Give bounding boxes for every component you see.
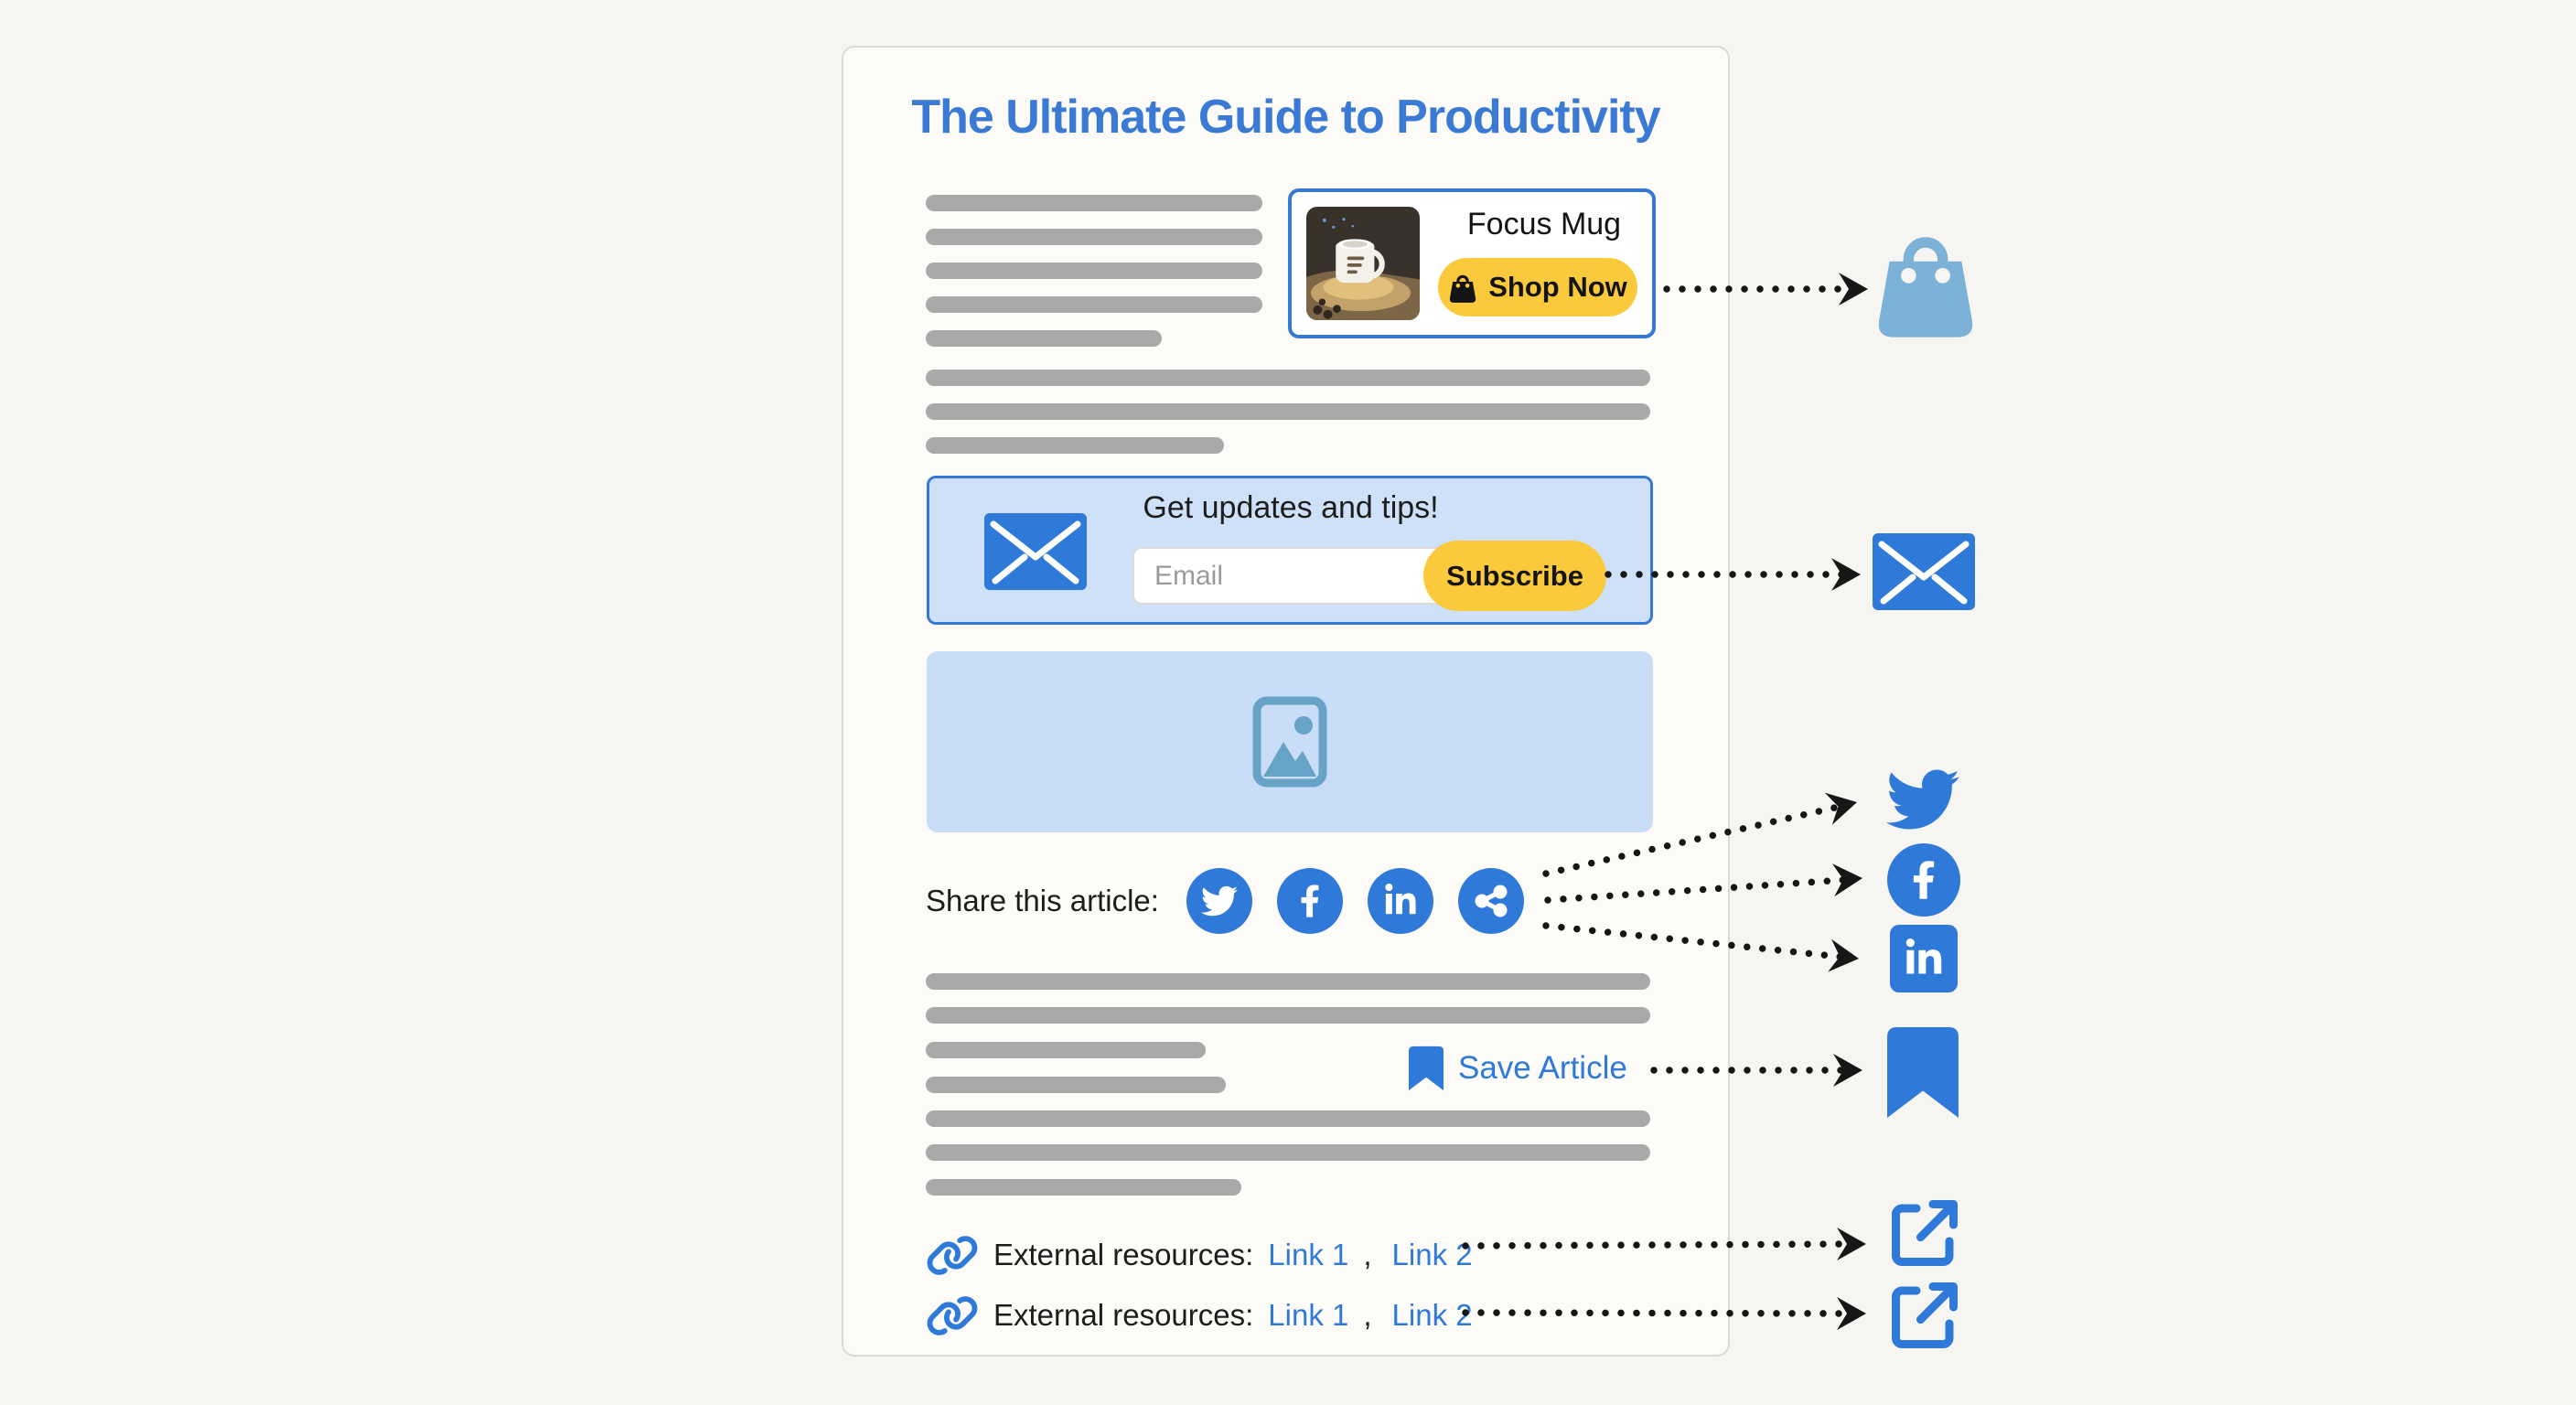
arrowhead — [1828, 938, 1859, 972]
bookmark-icon — [1409, 1046, 1444, 1091]
arrowhead — [1837, 1228, 1866, 1260]
save-article-button[interactable]: Save Article — [1409, 1041, 1627, 1096]
separator: , — [1363, 1238, 1372, 1271]
share-linkedin-button[interactable] — [1368, 868, 1433, 934]
newsletter-heading: Get updates and tips! — [1143, 490, 1439, 525]
resources-label: External resources: — [993, 1238, 1254, 1271]
resource-link-1[interactable]: Link 1 — [1268, 1298, 1349, 1332]
text-placeholder-bar — [926, 1144, 1650, 1161]
arrowhead — [1833, 1054, 1862, 1087]
twitter-callout-icon — [1886, 769, 1959, 830]
text-placeholder-bar — [926, 1110, 1650, 1127]
linkedin-icon — [1385, 884, 1416, 915]
bookmark-callout-icon — [1887, 1027, 1959, 1118]
product-name: Focus Mug — [1466, 207, 1622, 241]
arrowhead — [1831, 558, 1861, 591]
subscribe-button[interactable]: Subscribe — [1423, 541, 1606, 611]
external-link-callout-icon — [1892, 1200, 1958, 1266]
resources-label: External resources: — [993, 1298, 1254, 1332]
product-photo — [1306, 207, 1420, 320]
shop-now-label: Shop Now — [1488, 271, 1627, 303]
text-placeholder-bar — [926, 1179, 1241, 1196]
resource-link-2[interactable]: Link 2 — [1391, 1298, 1473, 1332]
image-icon — [1252, 696, 1327, 788]
product-promo-card: Focus Mug Shop Now — [1288, 188, 1656, 338]
text-placeholder-bar — [926, 229, 1262, 245]
text-placeholder-bar — [926, 370, 1650, 386]
newsletter-signup-box: Get updates and tips! Subscribe — [927, 476, 1653, 625]
arrowhead — [1839, 273, 1868, 306]
text-placeholder-bar — [926, 1077, 1226, 1093]
linkedin-in-glyph — [1905, 938, 1942, 974]
share-more-button[interactable] — [1458, 868, 1524, 934]
separator: , — [1363, 1298, 1372, 1332]
share-facebook-button[interactable] — [1277, 868, 1343, 934]
shopping-bag-callout-icon — [1878, 237, 1973, 338]
text-placeholder-bar — [926, 195, 1262, 211]
shopping-bag-icon — [1450, 274, 1476, 303]
mug-photo-illustration — [1306, 207, 1420, 320]
shop-now-button[interactable]: Shop Now — [1438, 258, 1637, 316]
article-image-placeholder — [927, 651, 1653, 832]
facebook-icon — [1301, 885, 1319, 917]
text-placeholder-bar — [926, 973, 1650, 990]
resource-link-1[interactable]: Link 1 — [1268, 1238, 1349, 1271]
link-icon — [927, 1295, 978, 1335]
link-icon — [927, 1235, 978, 1275]
text-placeholder-bar — [926, 403, 1650, 420]
external-resources-row: External resources: Link 1, Link 2 — [926, 1290, 1473, 1341]
text-placeholder-bar — [926, 330, 1162, 347]
external-link-callout-icon — [1892, 1282, 1958, 1348]
text-placeholder-bar — [926, 263, 1262, 279]
arrowhead — [1837, 1297, 1866, 1330]
save-article-label: Save Article — [1458, 1050, 1627, 1086]
linkedin-callout-icon — [1890, 925, 1958, 992]
text-placeholder-bar — [926, 1042, 1206, 1058]
page-title: The Ultimate Guide to Productivity — [911, 91, 1660, 144]
share-label: Share this article: — [926, 884, 1159, 917]
facebook-f-glyph — [1913, 861, 1935, 899]
facebook-callout-icon — [1887, 843, 1960, 917]
text-placeholder-bar — [926, 296, 1262, 313]
share-twitter-button[interactable] — [1186, 868, 1252, 934]
resource-link-2[interactable]: Link 2 — [1391, 1238, 1473, 1271]
text-placeholder-bar — [926, 437, 1224, 454]
envelope-callout-icon — [1873, 533, 1975, 610]
share-icon — [1475, 885, 1508, 917]
arrowhead — [1824, 792, 1857, 825]
external-resources-row: External resources: Link 1, Link 2 — [926, 1229, 1473, 1281]
envelope-icon — [984, 513, 1087, 590]
text-placeholder-bar — [926, 1007, 1650, 1024]
arrowhead — [1831, 863, 1862, 897]
twitter-icon — [1201, 885, 1238, 917]
